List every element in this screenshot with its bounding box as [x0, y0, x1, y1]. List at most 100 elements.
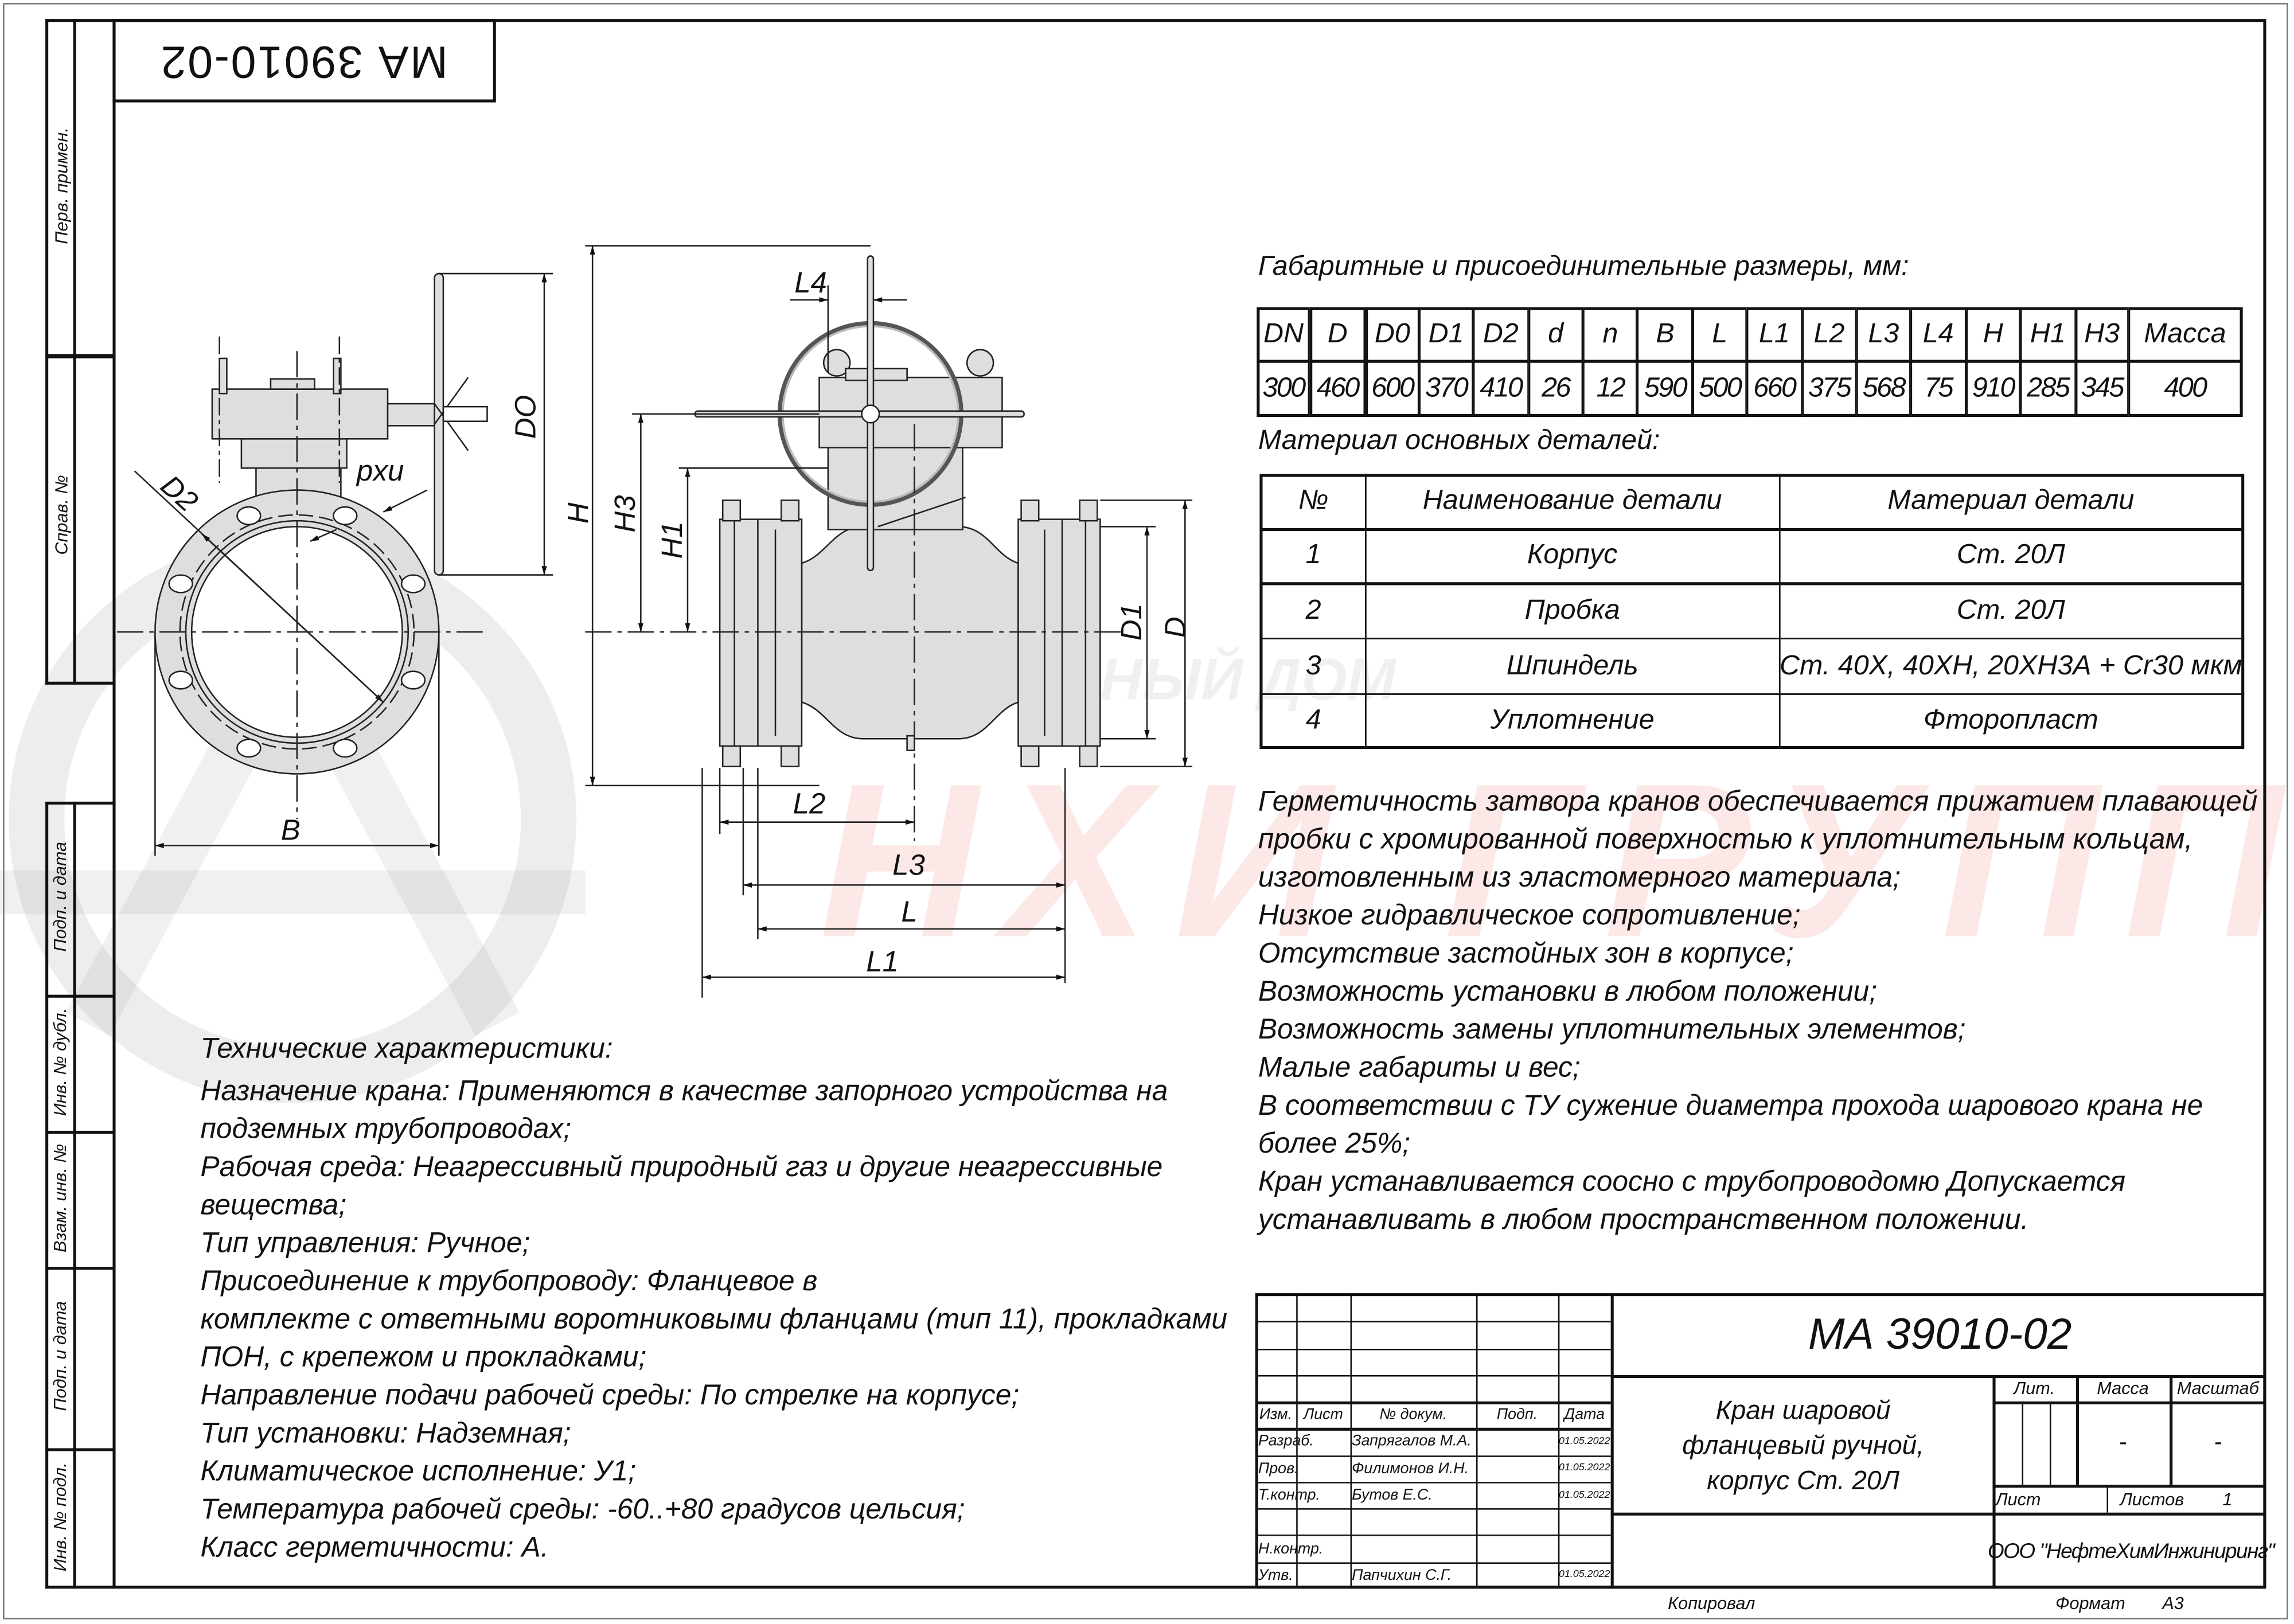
materials-cell: Ст. 20Л: [1779, 583, 2245, 639]
feature-line: Кран устанавливается соосно с трубопрово…: [1258, 1166, 2126, 1199]
feature-line: более 25%;: [1258, 1127, 1411, 1160]
dimensions-header-cell: L4: [1910, 307, 1966, 363]
title-block-rule: [1255, 1535, 1611, 1537]
format-value: А3: [2162, 1593, 2184, 1614]
dimensions-header-cell: B: [1637, 307, 1693, 363]
dimensions-value-cell: 590: [1637, 361, 1693, 417]
label-L4: L4: [794, 266, 827, 299]
handwheel-rim: [434, 272, 444, 576]
dimensions-value-cell: 300: [1256, 361, 1310, 417]
dimensions-header-cell: H3: [2075, 307, 2129, 363]
feature-line: Герметичность затвора кранов обеспечивае…: [1258, 785, 2258, 818]
title-block-rule: [1255, 1561, 1611, 1564]
header-izm: Изм.: [1259, 1406, 1293, 1424]
title-block-rule: [1610, 1294, 1614, 1589]
title-block-rule: [1610, 1375, 2266, 1379]
dimensions-value-cell: 460: [1309, 361, 1364, 417]
dimensions-header-cell: n: [1583, 307, 1638, 363]
tech-line: комплекте с ответными воротниковыми флан…: [200, 1303, 1228, 1336]
dimensions-header-cell: D: [1309, 307, 1364, 363]
title-block-rule: [1255, 1481, 1611, 1484]
product-name-line: Кран шаровой: [1715, 1395, 1891, 1424]
label-L1: L1: [866, 945, 899, 978]
person-date: 01.05.2022: [1559, 1570, 1610, 1580]
header-signature: Подп.: [1496, 1406, 1538, 1424]
dimensions-header-cell: H1: [2020, 307, 2075, 363]
title-block-rule: [1255, 1321, 1611, 1323]
product-name-line: корпус Ст. 20Л: [1707, 1465, 1899, 1494]
watermark-logo-bar: [0, 870, 586, 915]
title-block-rule: [2170, 1375, 2172, 1485]
title-block-rule: [1295, 1294, 1298, 1589]
materials-cell: 3: [1259, 638, 1366, 695]
dimensions-value-cell: 660: [1746, 361, 1802, 417]
tech-line: Присоединение к трубопроводу: Фланцевое …: [200, 1265, 818, 1298]
feature-line: Возможность замены уплотнительных элемен…: [1258, 1013, 1966, 1046]
materials-cell: Пробка: [1364, 583, 1781, 639]
rotated-designation-stamp: МА 39010-02: [112, 19, 496, 103]
title-block-rule: [1992, 1375, 1996, 1589]
tech-line: вещества;: [200, 1189, 347, 1222]
bolt-hole: [236, 506, 262, 525]
feature-line: изготовленным из эластомерного материала…: [1258, 861, 1901, 894]
materials-cell: 1: [1259, 529, 1366, 585]
side-view: [585, 245, 1193, 998]
format-label: Формат: [2055, 1593, 2125, 1614]
title-block-rule: [1255, 1508, 1611, 1510]
dimensions-value-cell: 910: [1965, 361, 2020, 417]
title-block-rule: [1992, 1485, 2266, 1488]
sheets-value: 1: [2222, 1488, 2233, 1509]
materials-title: Материал основных деталей:: [1258, 425, 1660, 456]
dimensions-header-cell: DN: [1256, 307, 1310, 363]
label-H1: H1: [656, 521, 688, 559]
dimensions-header-cell: D0: [1364, 307, 1419, 363]
label-H: H: [562, 502, 595, 524]
dimensions-value-cell: 26: [1528, 361, 1583, 417]
person-date: 01.05.2022: [1559, 1436, 1610, 1447]
person-name: Филимонов И.Н.: [1352, 1459, 1469, 1477]
gearbox-plate: [240, 438, 348, 469]
label-L2: L2: [793, 787, 826, 819]
person-name: Запрягалов М.А.: [1352, 1432, 1472, 1451]
person-role: Пров.: [1258, 1459, 1299, 1477]
feature-line: пробки с хромированной поверхностью к уп…: [1258, 823, 2193, 856]
sheets-label: Листов: [2120, 1488, 2184, 1509]
title-block-rule: [1255, 1348, 1611, 1350]
dimensions-header-cell: d: [1528, 307, 1583, 363]
header-doc-number: № докум.: [1379, 1406, 1448, 1424]
materials-cell: Уплотнение: [1364, 693, 1781, 749]
scale-value: -: [2214, 1430, 2222, 1455]
designation: МА 39010-02: [1808, 1310, 2072, 1358]
dimensions-header-cell: L2: [1801, 307, 1857, 363]
person-role: Утв.: [1258, 1566, 1293, 1584]
mass-value: -: [2119, 1430, 2127, 1455]
feature-line: Малые габариты и вес;: [1258, 1052, 1581, 1084]
materials-cell: 2: [1259, 583, 1366, 639]
dimensions-value-cell: 75: [1910, 361, 1966, 417]
title-block-rule: [2106, 1485, 2108, 1513]
bolt-hole: [333, 506, 358, 525]
gearbox: [211, 388, 389, 440]
person-role: Т.контр.: [1258, 1486, 1320, 1504]
dimensions-value-cell: 345: [2075, 361, 2129, 417]
person-name: Папчихин С.Г.: [1352, 1566, 1452, 1584]
bolt-hole: [333, 739, 358, 758]
bolt-hole: [168, 670, 193, 690]
dimensions-value-cell: 500: [1692, 361, 1747, 417]
title-block-rule: [1255, 1455, 1611, 1457]
dimensions-header-cell: Масса: [2128, 307, 2243, 363]
dimensions-value-cell: 400: [2128, 361, 2243, 417]
label-B: B: [281, 813, 301, 846]
title-block-rule: [1255, 1428, 1611, 1431]
dimensions-header-cell: L3: [1856, 307, 1911, 363]
label-D1: D1: [1115, 603, 1148, 641]
tech-line: Тип управления: Ручное;: [200, 1227, 530, 1260]
feature-line: Возможность установки в любом положении;: [1258, 975, 1878, 1008]
dimensions-title: Габаритные и присоединительные размеры, …: [1258, 251, 1909, 283]
materials-header-cell: Материал детали: [1779, 474, 2245, 530]
